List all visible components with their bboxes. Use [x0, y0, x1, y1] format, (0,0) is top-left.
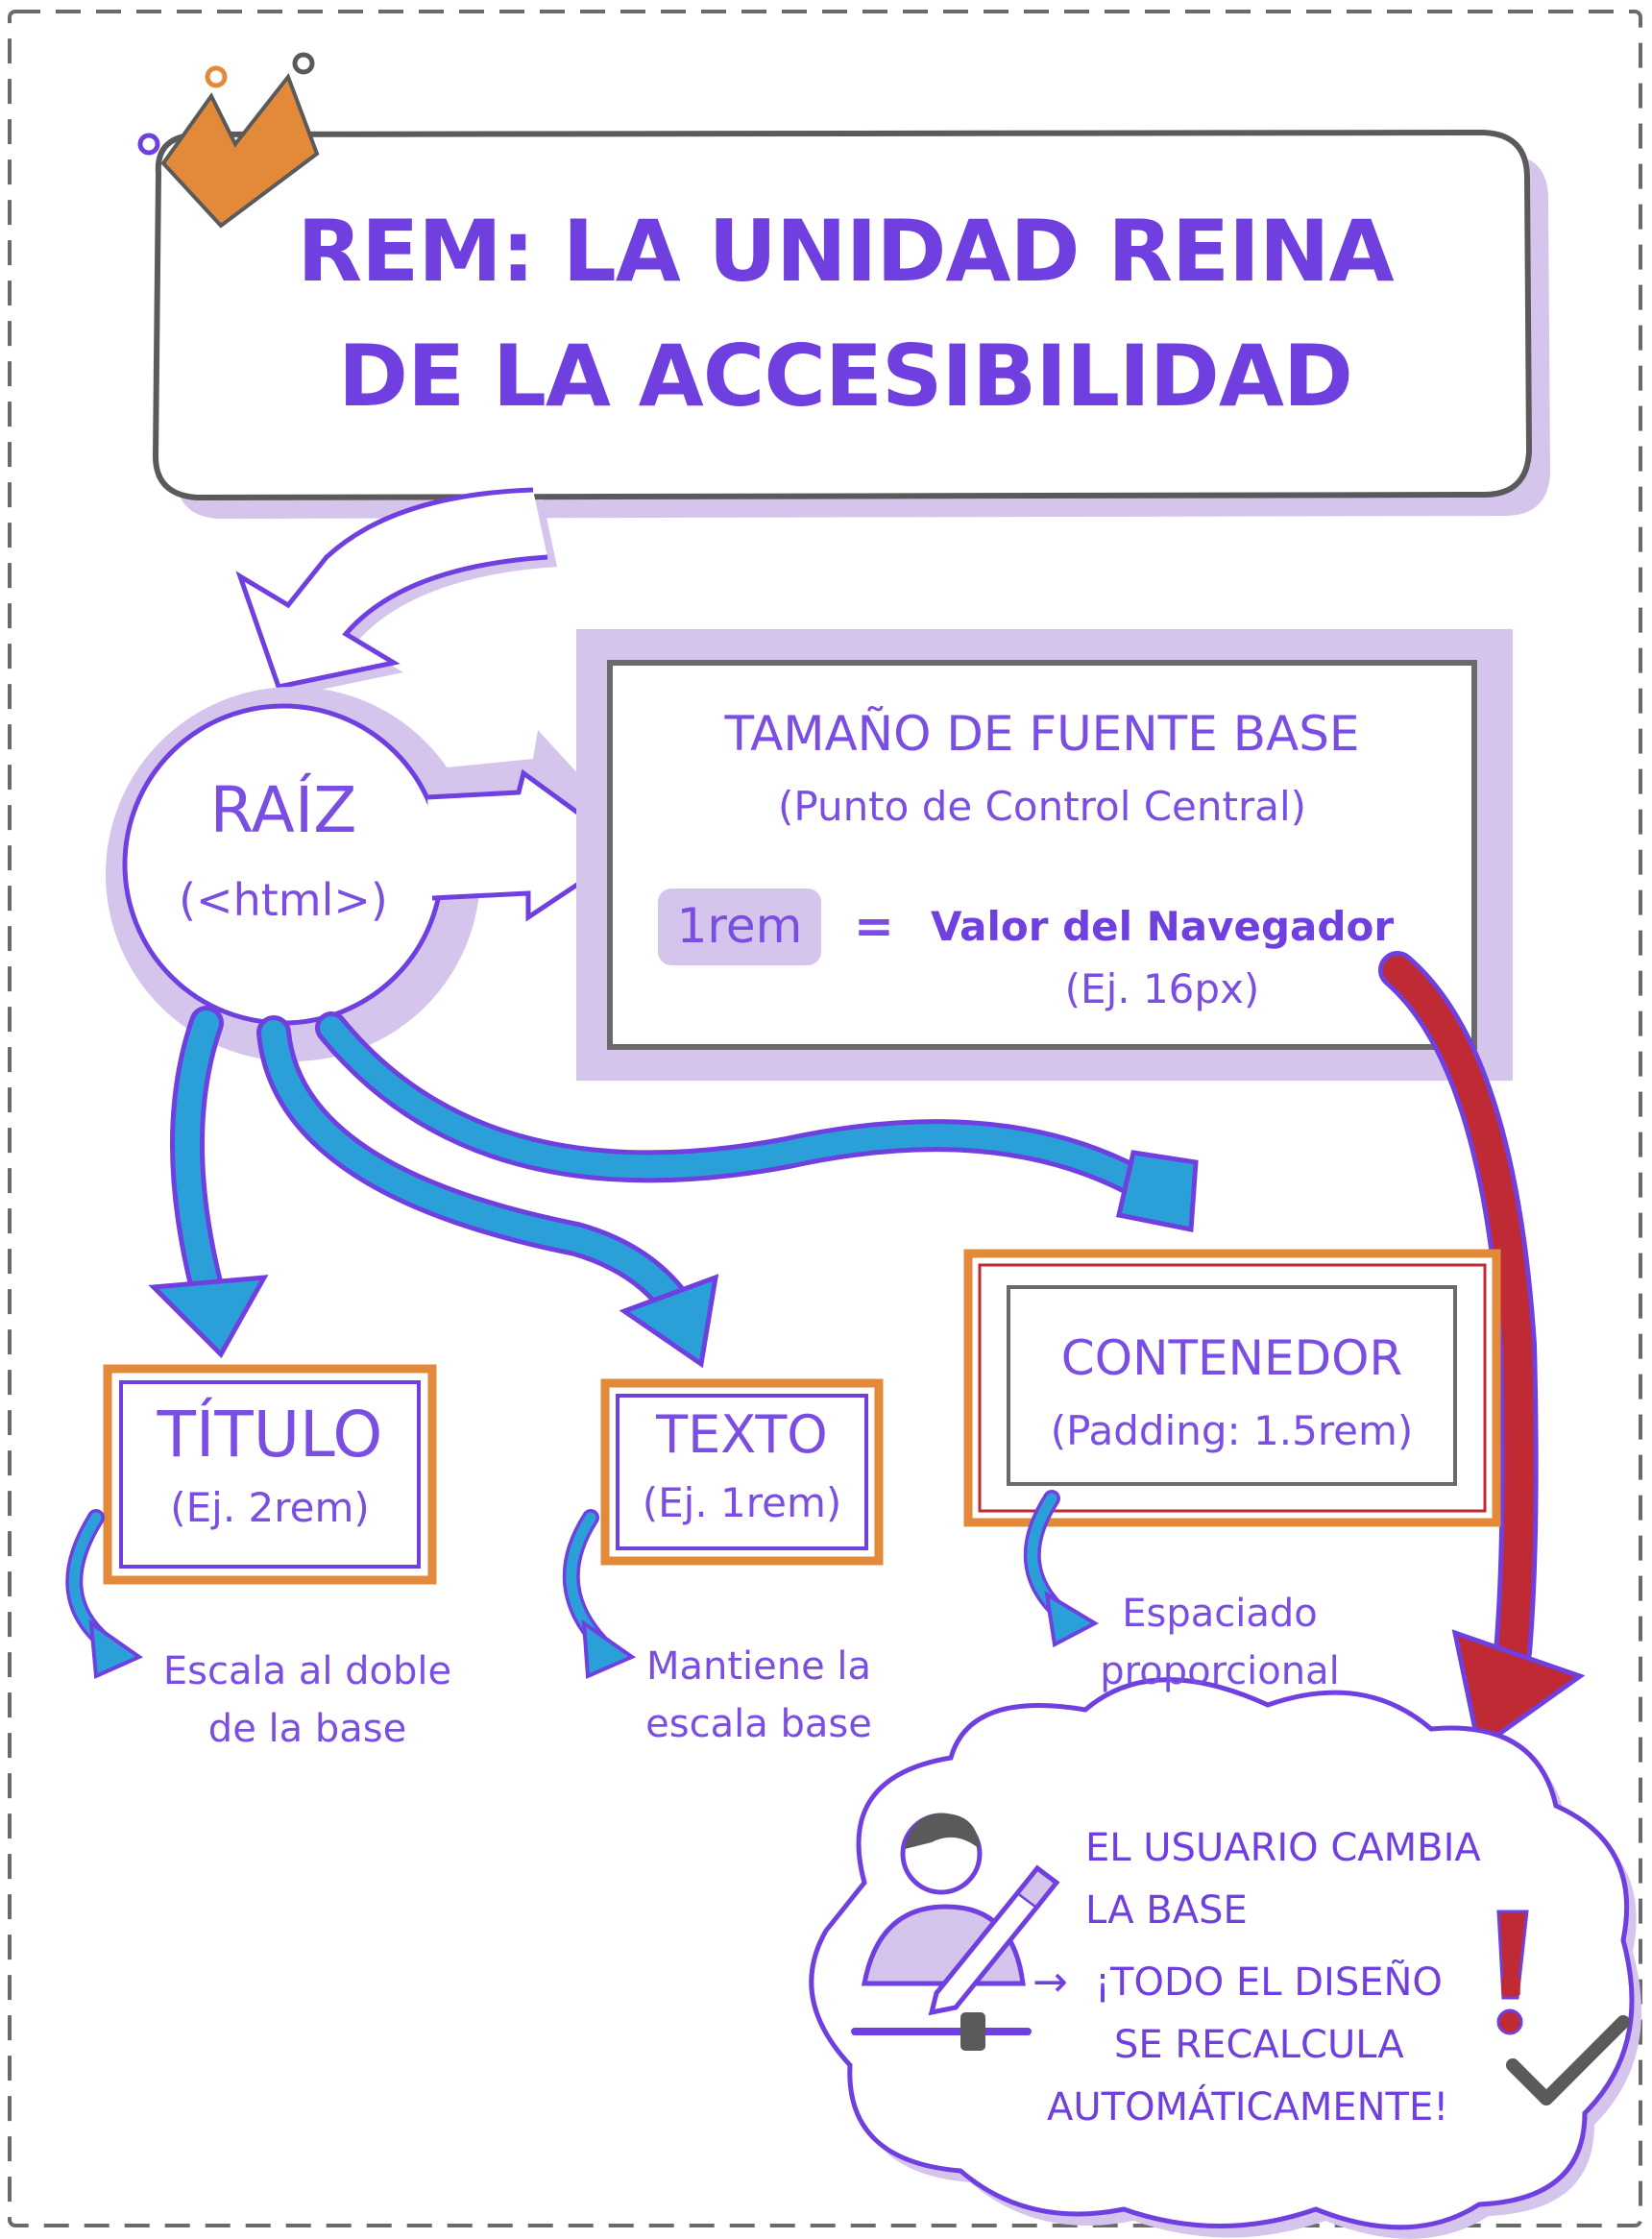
- titulo-note-line-2: de la base: [207, 1707, 407, 1751]
- contenedor-note-line-2: proporcional: [1100, 1649, 1340, 1693]
- user-note-line-1: EL USUARIO CAMBIA: [1085, 1826, 1481, 1870]
- contenedor-note: Espaciado proporcional: [1076, 1585, 1364, 1700]
- browser-example: (Ej. 16px): [1064, 965, 1260, 1012]
- arrow-glyph: →: [1032, 1958, 1068, 2007]
- contenedor-note-arrow: [1023, 1490, 1100, 1648]
- root-node: [106, 687, 480, 1061]
- titulo-sub: (Ej. 2rem): [170, 1484, 370, 1531]
- texto-box: [600, 1378, 884, 1566]
- user-note-line-3: ¡TODO EL DISEÑO: [1095, 1960, 1443, 2005]
- user-note-line-4: SE RECALCULA: [1114, 2023, 1404, 2067]
- root-to-contenedor-arrow: [315, 1011, 1199, 1233]
- slider-icon: [851, 2012, 1032, 2051]
- exclaim-glyph: !: [1487, 1897, 1536, 2020]
- texto-note-arrow: [562, 1509, 637, 1679]
- title-to-root-arrow: [235, 487, 557, 696]
- exclaim-mark: [1496, 1910, 1529, 2035]
- root-to-titulo-arrow: [148, 1006, 269, 1359]
- crown-icon: [137, 52, 320, 229]
- contenedor-box: [963, 1249, 1501, 1527]
- contenedor-sub: (Padding: 1.5rem): [1050, 1407, 1414, 1454]
- titulo-label: TÍTULO: [157, 1398, 383, 1472]
- user-note-line-5: AUTOMÁTICAMENTE!: [1047, 2085, 1449, 2129]
- base-to-user-arrow: [1378, 951, 1586, 1753]
- titulo-note-arrow: [65, 1509, 144, 1679]
- contenedor-label: CONTENEDOR: [1060, 1330, 1403, 1386]
- page-title-line-1: REM: LA UNIDAD REINA: [297, 202, 1394, 301]
- page-dashed-border: [8, 10, 1642, 2227]
- root-sub: (<html>): [179, 874, 388, 926]
- titulo-box: [103, 1364, 437, 1585]
- texto-note-line-2: escala base: [645, 1702, 872, 1746]
- titulo-note-line-1: Escala al doble: [162, 1649, 452, 1693]
- base-box: [576, 629, 1513, 1081]
- equals-sign: =: [854, 898, 894, 954]
- root-to-texto-arrow: [256, 1015, 719, 1369]
- texto-note-line-1: Mantiene la: [645, 1644, 872, 1689]
- base-box-heading: TAMAÑO DE FUENTE BASE: [724, 706, 1360, 762]
- checkmark-icon: [1506, 2015, 1630, 2105]
- titulo-note: Escala al doble de la base: [125, 1643, 490, 1758]
- contenedor-note-line-1: Espaciado: [1122, 1592, 1318, 1636]
- user-cloud: [809, 1677, 1641, 2239]
- browser-value: Valor del Navegador: [930, 903, 1395, 950]
- root-label: RAÍZ: [209, 773, 357, 847]
- user-edit-icon: [861, 1813, 1060, 2016]
- page-title-line-2: DE LA ACCESIBILIDAD: [338, 327, 1353, 426]
- texto-note: Mantiene la escala base: [615, 1638, 903, 1753]
- unit-badge: 1rem: [676, 898, 803, 954]
- user-note-line-2: LA BASE: [1085, 1888, 1248, 1933]
- texto-sub: (Ej. 1rem): [642, 1479, 842, 1526]
- base-box-sub: (Punto de Control Central): [777, 783, 1307, 830]
- texto-label: TEXTO: [656, 1404, 828, 1465]
- title-box: [152, 129, 1550, 519]
